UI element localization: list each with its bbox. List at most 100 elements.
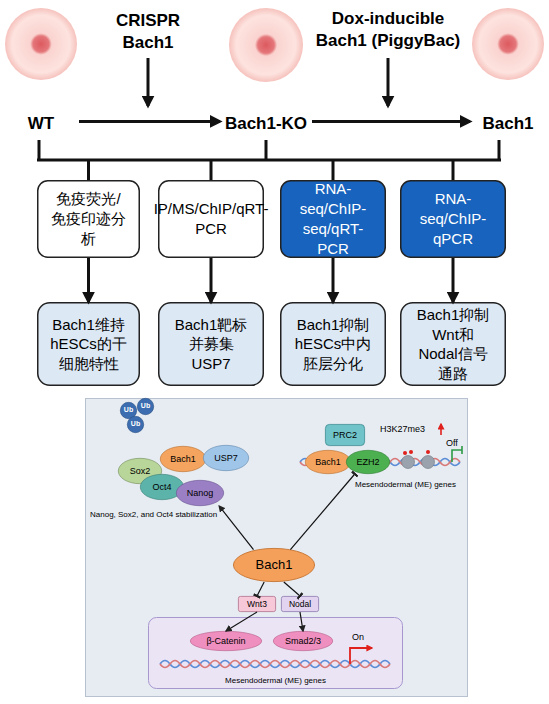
protein-oval: Bach1	[233, 548, 315, 582]
connector-arrow	[290, 474, 354, 550]
edge-label: CRISPR Bach1	[108, 10, 188, 54]
node-outline	[176, 480, 224, 506]
finding-box: Bach1维持hESCs的干细胞特性	[37, 302, 140, 386]
oval-shape	[273, 631, 332, 650]
increase-arrow	[440, 424, 442, 435]
connector-arrow	[284, 582, 300, 596]
bracket-tick	[498, 140, 501, 160]
node-outline	[400, 302, 506, 386]
oval-shape	[127, 416, 143, 432]
nucleus-box: Mesendodermal (ME) genesβ-CateninSmad2/3	[148, 617, 403, 689]
connector-arrow	[312, 120, 470, 123]
effector-oval: β-Catenin	[190, 631, 262, 651]
effector-oval: Smad2/3	[273, 631, 333, 651]
protein-oval: Bach1	[305, 450, 351, 474]
node-text: Oct4	[152, 482, 171, 493]
node-text: Ub	[141, 402, 150, 410]
oval-shape	[160, 446, 205, 471]
gene-off-bar	[461, 446, 463, 454]
node-outline	[280, 302, 386, 386]
node-outline	[118, 458, 162, 484]
ubiquitin-circle: Ub	[127, 416, 144, 433]
node-text: Bach1维持hESCs的干细胞特性	[50, 315, 128, 374]
box-shape	[238, 596, 275, 611]
oval-shape	[190, 631, 261, 650]
oval-shape	[346, 450, 389, 473]
cell-node: Bach1-KO	[220, 8, 312, 134]
node-text: RNA-seq/ChIP-qPCR	[419, 189, 488, 250]
node-outline	[400, 180, 506, 258]
ubiquitin-circle: Ub	[120, 402, 137, 419]
cell-shape	[472, 8, 544, 80]
dna-strand	[300, 459, 460, 466]
bracket-drop	[452, 160, 455, 180]
node-text: Bach1抑制Wnt和Nodal信号通路	[414, 305, 492, 383]
node-outline	[3, 8, 79, 134]
cell-shape	[229, 8, 303, 82]
node-outline	[137, 398, 154, 415]
node-text: Nanog	[187, 488, 214, 499]
box-shape	[149, 618, 403, 689]
protein-oval: Oct4	[140, 474, 184, 500]
node-outline	[325, 424, 365, 446]
protein-oval: Nanog	[176, 480, 224, 506]
protein-oval: Bach1	[160, 446, 206, 472]
connector-arrow	[226, 612, 257, 631]
bracket-tick	[265, 140, 268, 160]
node-text: RNA-seq/ChIP-seq/qRT-PCR	[299, 179, 368, 260]
method-box: IP/MS/ChIP/qRT-PCR	[158, 180, 264, 258]
connector-arrow	[332, 258, 335, 302]
oval-shape	[233, 548, 314, 581]
box-shape	[281, 303, 386, 386]
node-text: IP/MS/ChIP/qRT-PCR	[154, 199, 269, 240]
node-text: Bach1-KO	[225, 114, 307, 134]
node-outline	[148, 617, 403, 689]
methyl-mark	[403, 451, 407, 455]
node-outline	[470, 8, 546, 134]
node-outline	[305, 450, 351, 474]
finding-box: Bach1靶标并募集USP7	[158, 302, 264, 386]
node-outline	[273, 631, 333, 651]
state-label: On	[352, 632, 364, 642]
node-outline	[220, 8, 312, 134]
box-shape	[325, 424, 364, 445]
node-text: Wnt3	[247, 599, 267, 609]
node-outline	[203, 445, 249, 471]
node-outline	[120, 402, 137, 419]
edge-label: Dox-inducible Bach1 (PiggyBac)	[313, 8, 463, 52]
node-text: EZH2	[356, 457, 379, 468]
ligand-box: Wnt3	[238, 596, 276, 612]
node-text: WT	[28, 114, 54, 134]
finding-box: Bach1抑制hESCs中内胚层分化	[280, 302, 386, 386]
node-text: β-Catenin	[206, 636, 245, 647]
methyl-mark	[409, 450, 413, 454]
node-outline	[37, 302, 140, 386]
mark-label: H3K27me3	[380, 424, 425, 434]
node-text: Bach1	[315, 457, 341, 468]
oval-shape	[140, 474, 183, 499]
oval-shape	[118, 458, 161, 483]
method-box: RNA-seq/ChIP-seq/qRT-PCR	[280, 180, 386, 258]
node-outline	[190, 631, 262, 651]
method-box: RNA-seq/ChIP-qPCR	[400, 180, 506, 258]
finding-box: Bach1抑制Wnt和Nodal信号通路	[400, 302, 506, 386]
protein-box: PRC2	[325, 424, 365, 446]
node-text: USP7	[214, 453, 238, 464]
node-outline	[160, 446, 206, 472]
protein-oval: USP7	[203, 445, 249, 471]
connector-arrow	[210, 258, 213, 302]
protein-oval: Sox2	[118, 458, 162, 484]
node-text: Smad2/3	[285, 636, 321, 647]
node-outline	[233, 548, 315, 582]
cell-node: Bach1	[470, 8, 546, 134]
box-shape	[38, 303, 140, 386]
node-outline	[346, 450, 390, 474]
input-arrow	[387, 58, 390, 106]
box-shape	[401, 181, 506, 258]
connector-arrow	[87, 258, 90, 302]
box-shape	[401, 303, 506, 386]
node-outline	[280, 180, 386, 258]
oval-shape	[120, 402, 136, 418]
node-text: Ub	[131, 420, 140, 428]
